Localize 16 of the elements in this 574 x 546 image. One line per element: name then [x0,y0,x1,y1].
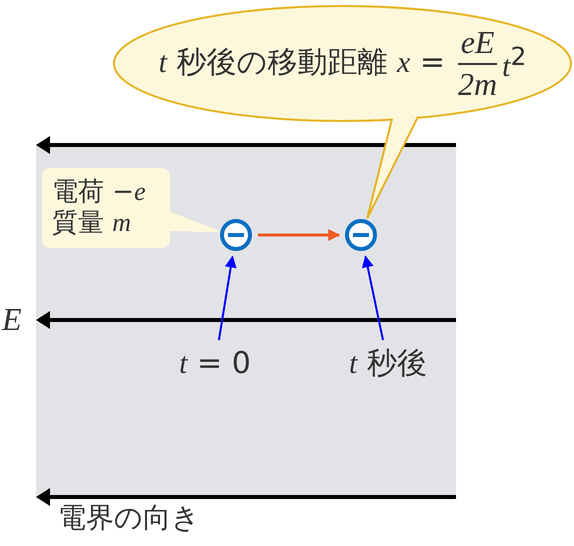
callout-pointer [167,210,220,232]
bubble-text: t$^{2}$ [502,42,526,84]
time-label: t = 0 [179,346,251,382]
fraction-numerator: eE [458,25,498,64]
callout-box [42,168,170,248]
fraction-denominator: 2m [457,64,498,102]
arrow [218,256,237,340]
callout-text: 質量 m [52,208,132,239]
time-label: t 秒後 [349,346,427,382]
field-direction-label: 電界の向き [58,503,200,534]
callout-text: 電荷 −e [52,177,146,208]
callout-pointer [366,116,420,220]
arrow [258,229,340,241]
field-symbol: E [2,302,22,338]
bubble-text: t 秒後の移動距離 x = [158,46,446,81]
arrow [362,255,384,340]
